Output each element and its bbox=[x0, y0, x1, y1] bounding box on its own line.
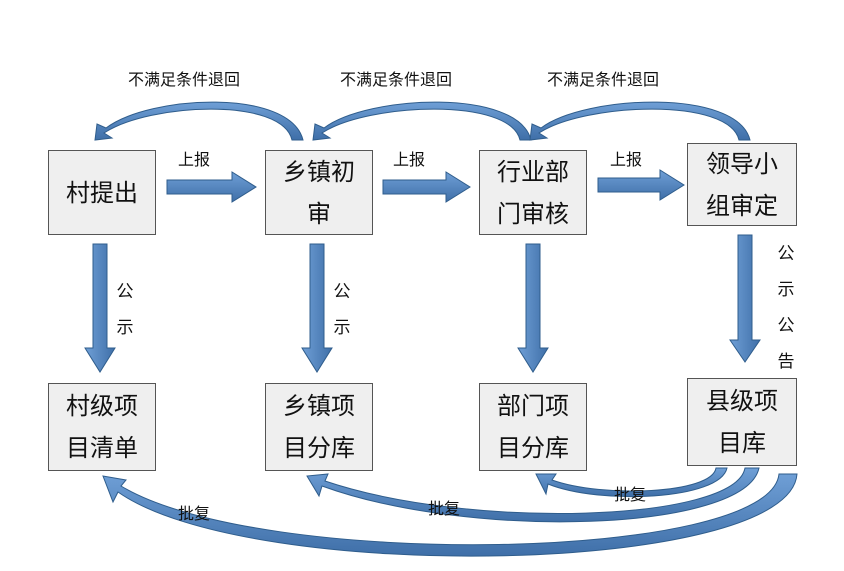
approve-arrow-village bbox=[102, 473, 798, 557]
node-label: 县级项 bbox=[706, 387, 778, 415]
node-label: 门审核 bbox=[497, 199, 569, 228]
down-arrow-3 bbox=[517, 243, 549, 373]
publicize-label-2: 公 示 bbox=[331, 274, 353, 346]
node-label: 村级项 bbox=[66, 392, 138, 420]
node-label: 部门项 bbox=[497, 392, 569, 420]
node-village-list: 村级项目清单 bbox=[48, 383, 156, 471]
report-arrow-2 bbox=[382, 171, 471, 203]
node-dept-review: 行业部门审核 bbox=[479, 150, 587, 235]
approve-label-3: 批复 bbox=[614, 485, 647, 504]
label-char: 告 bbox=[777, 352, 795, 372]
node-label: 乡镇项 bbox=[283, 392, 355, 420]
publicize-arrow-1 bbox=[84, 243, 116, 373]
report-arrow-3 bbox=[597, 169, 685, 201]
return-label-2: 不满足条件退回 bbox=[340, 70, 453, 89]
return-arrow-2 bbox=[312, 101, 532, 141]
label-char: 公 bbox=[116, 282, 134, 302]
node-label: 领导小 bbox=[706, 149, 778, 178]
return-arrow-1 bbox=[94, 101, 304, 141]
node-town-review: 乡镇初审 bbox=[265, 150, 373, 235]
approve-arrow-town bbox=[306, 467, 760, 523]
node-county-library: 县级项目库 bbox=[687, 378, 797, 466]
publicize-arrow-2 bbox=[301, 243, 333, 373]
node-dept-library: 部门项目分库 bbox=[479, 383, 587, 471]
publicize-announce-label: 公 示 公 告 bbox=[775, 236, 797, 380]
label-char: 示 bbox=[333, 318, 351, 338]
node-label: 目库 bbox=[718, 429, 766, 457]
report-arrow-1 bbox=[166, 171, 257, 203]
return-label-3: 不满足条件退回 bbox=[547, 70, 660, 89]
label-char: 公 bbox=[777, 244, 795, 264]
report-label-1: 上报 bbox=[178, 150, 211, 169]
node-village-propose: 村提出 bbox=[48, 150, 156, 235]
label-char: 示 bbox=[116, 318, 134, 338]
node-label: 村提出 bbox=[66, 178, 138, 207]
return-label-1: 不满足条件退回 bbox=[128, 70, 241, 89]
approve-arrow-dept bbox=[535, 467, 728, 498]
approve-label-1: 批复 bbox=[178, 504, 211, 523]
node-label: 目清单 bbox=[66, 434, 138, 462]
node-leader-approve: 领导小组审定 bbox=[687, 143, 797, 226]
label-char: 公 bbox=[777, 316, 795, 336]
report-label-2: 上报 bbox=[393, 150, 426, 169]
node-town-library: 乡镇项目分库 bbox=[265, 383, 373, 471]
publicize-label-1: 公 示 bbox=[114, 274, 136, 346]
report-label-3: 上报 bbox=[610, 150, 643, 169]
approve-label-2: 批复 bbox=[428, 499, 461, 518]
node-label: 目分库 bbox=[283, 434, 355, 462]
label-char: 公 bbox=[333, 282, 351, 302]
node-label: 目分库 bbox=[497, 434, 569, 462]
node-label: 审 bbox=[307, 199, 331, 228]
return-arrow-3 bbox=[529, 101, 751, 141]
node-label: 行业部 bbox=[497, 157, 569, 186]
node-label: 乡镇初 bbox=[283, 157, 355, 186]
label-char: 示 bbox=[777, 280, 795, 300]
node-label: 组审定 bbox=[706, 191, 778, 220]
publicize-announce-arrow bbox=[729, 234, 761, 363]
